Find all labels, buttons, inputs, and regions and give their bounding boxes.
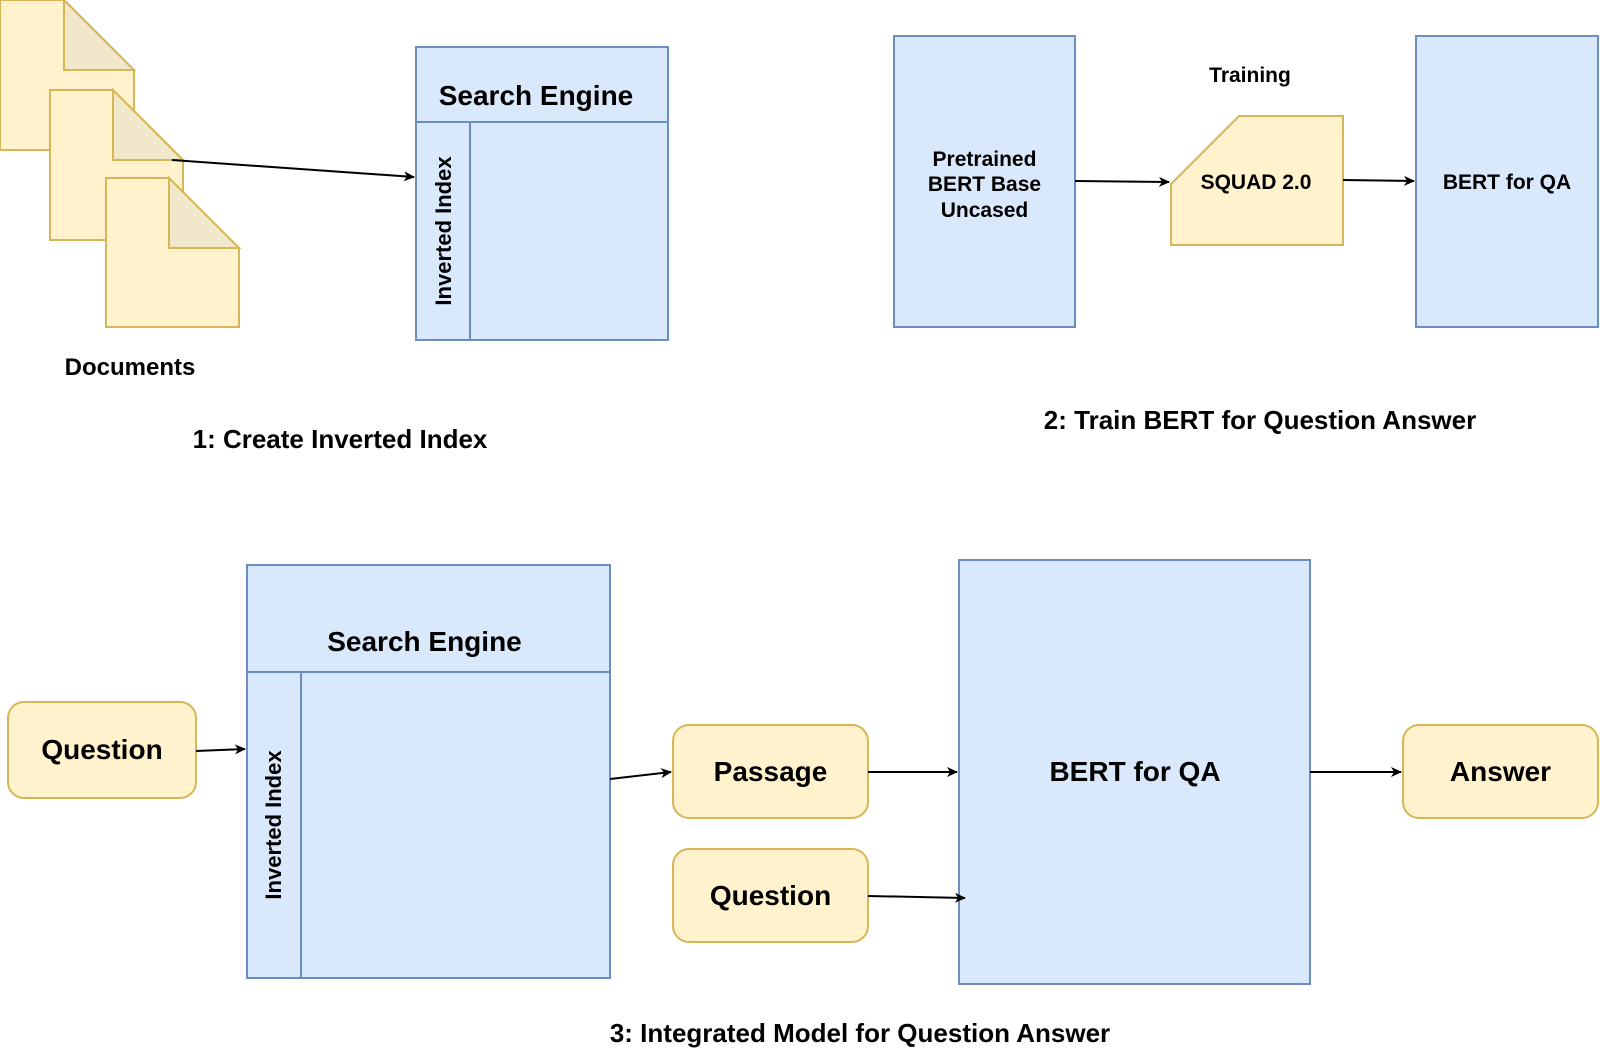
search-engine-2-title: Search Engine: [327, 626, 522, 658]
passage-label: Passage: [713, 755, 828, 787]
bert-qa-2-label: BERT for QA: [1049, 756, 1221, 788]
arrow-question-to-bertqa: [867, 892, 966, 903]
search-engine-2: [246, 564, 611, 979]
arrow-squad-to-bertqa: [1342, 175, 1415, 186]
arrow-question-to-search: [195, 744, 246, 755]
caption-create-inverted-index: 1: Create Inverted Index: [192, 424, 488, 455]
bert-qa-1-label: BERT for QA: [1442, 171, 1572, 195]
training-label: Training: [1209, 64, 1291, 88]
arrow-search-to-passage: [609, 768, 672, 780]
answer-label: Answer: [1449, 755, 1552, 787]
question-box-2-shape: [672, 848, 869, 943]
pretrained-bert-box: [893, 35, 1076, 328]
document-icon-3: [105, 175, 242, 328]
bert-qa-box-1: [1415, 35, 1599, 328]
question-1-label: Question: [41, 734, 163, 766]
arrow-pretrained-to-squad: [1074, 176, 1170, 187]
answer-box-shape: [1402, 724, 1599, 819]
bert-qa-box-2: [958, 559, 1311, 985]
arrow-docs-to-index: [171, 159, 415, 182]
documents-label: Documents: [64, 353, 196, 381]
caption-train-bert: 2: Train BERT for Question Answer: [1043, 405, 1477, 436]
squad-label: SQUAD 2.0: [1200, 171, 1312, 195]
question-2-label: Question: [709, 879, 832, 911]
search-engine-1-title: Search Engine: [438, 80, 634, 112]
search-engine-1: [415, 46, 669, 341]
inverted-index-2-label: Inverted Index: [261, 750, 286, 900]
inverted-index-1-label: Inverted Index: [431, 156, 456, 306]
caption-integrated-model: 3: Integrated Model for Question Answer: [609, 1018, 1111, 1049]
pretrained-bert-label: Pretrained BERT Base Uncased: [927, 148, 1042, 222]
squad-card-shape: [1170, 115, 1344, 246]
